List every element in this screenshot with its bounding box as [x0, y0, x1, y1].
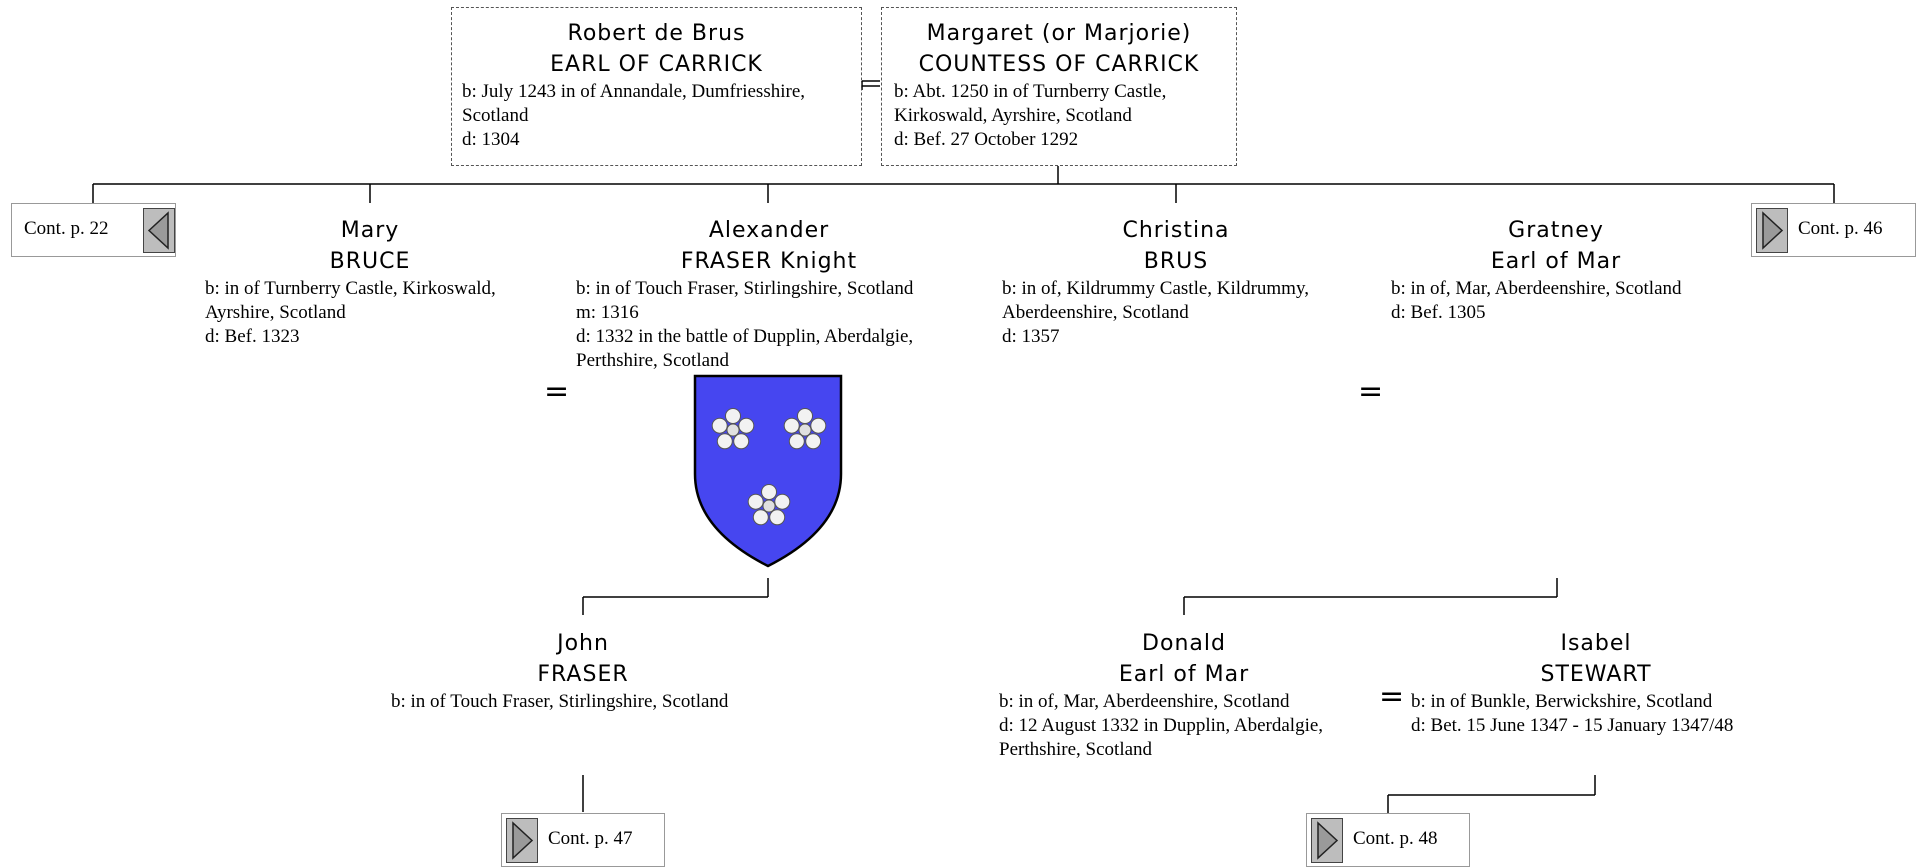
- detail-line: d: 12 August 1332 in Dupplin, Aberdalgie…: [999, 715, 1324, 736]
- detail-line: Scotland: [462, 105, 529, 126]
- coat-of-arms-icon: [693, 374, 843, 568]
- person-surname: Earl of Mar: [1118, 662, 1250, 687]
- detail-line: d: Bef. 1323: [205, 326, 300, 347]
- person-given-name: Christina: [1122, 218, 1230, 243]
- marriage-symbol: =: [1358, 374, 1384, 409]
- continue-label: Cont. p. 46: [1798, 218, 1883, 239]
- continue-prev-page-button[interactable]: Cont. p. 22: [11, 203, 176, 257]
- continue-label: Cont. p. 48: [1353, 828, 1438, 849]
- marriage-symbol: =: [1379, 679, 1405, 714]
- detail-line: Perthshire, Scotland: [999, 739, 1153, 760]
- continue-john-page-button[interactable]: Cont. p. 47: [501, 813, 665, 867]
- person-donald[interactable]: Donald Earl of Mar b: in of, Mar, Aberde…: [999, 628, 1379, 762]
- person-details: b: in of, Mar, Aberdeenshire, Scotland d…: [1391, 277, 1721, 325]
- person-christina[interactable]: Christina BRUS b: in of, Kildrummy Castl…: [1002, 215, 1352, 349]
- person-given-name: Isabel: [1560, 631, 1632, 656]
- detail-line: m: 1316: [576, 302, 639, 323]
- person-given-name: Donald: [1142, 631, 1226, 656]
- detail-line: d: 1332 in the battle of Dupplin, Aberda…: [576, 326, 914, 347]
- person-surname: STEWART: [1540, 662, 1652, 687]
- continue-next-page-button[interactable]: Cont. p. 46: [1751, 203, 1916, 257]
- person-surname: Earl of Mar: [1490, 249, 1622, 274]
- person-surname: BRUCE: [329, 249, 411, 274]
- person-surname: BRUS: [1143, 249, 1209, 274]
- detail-line: b: July 1243 in of Annandale, Dumfriessh…: [462, 81, 806, 102]
- continue-donald-page-button[interactable]: Cont. p. 48: [1306, 813, 1470, 867]
- detail-line: Aberdeenshire, Scotland: [1002, 302, 1189, 323]
- person-given-name: Robert de Brus: [567, 21, 746, 46]
- person-given-name: Margaret (or Marjorie): [926, 21, 1192, 46]
- person-details: b: in of Turnberry Castle, Kirkoswald, A…: [205, 277, 535, 349]
- father-box[interactable]: Robert de Brus EARL OF CARRICK b: July 1…: [451, 7, 862, 166]
- continue-label: Cont. p. 22: [24, 218, 109, 239]
- marriage-symbol: =: [544, 374, 570, 409]
- detail-line: b: in of Touch Fraser, Stirlingshire, Sc…: [391, 691, 729, 712]
- detail-line: d: 1357: [1002, 326, 1060, 347]
- detail-line: d: Bet. 15 June 1347 - 15 January 1347/4…: [1411, 715, 1734, 736]
- person-mary[interactable]: Mary BRUCE b: in of Turnberry Castle, Ki…: [205, 215, 535, 349]
- arrow-left-icon: [143, 208, 175, 253]
- person-details: b: in of Bunkle, Berwickshire, Scotland …: [1411, 690, 1831, 738]
- detail-line: b: in of, Mar, Aberdeenshire, Scotland: [1391, 278, 1682, 299]
- person-details: b: in of, Kildrummy Castle, Kildrummy, A…: [1002, 277, 1352, 349]
- person-alexander[interactable]: Alexander FRASER Knight b: in of Touch F…: [576, 215, 966, 373]
- person-isabel[interactable]: Isabel STEWART b: in of Bunkle, Berwicks…: [1411, 628, 1831, 738]
- arrow-right-icon: [1756, 208, 1788, 253]
- person-details: b: in of Touch Fraser, Stirlingshire, Sc…: [391, 690, 791, 714]
- detail-line: Ayrshire, Scotland: [205, 302, 346, 323]
- detail-line: d: Bef. 1305: [1391, 302, 1486, 323]
- person-given-name: Alexander: [708, 218, 830, 243]
- person-given-name: Mary: [340, 218, 400, 243]
- detail-line: b: in of Touch Fraser, Stirlingshire, Sc…: [576, 278, 914, 299]
- continue-label: Cont. p. 47: [548, 828, 633, 849]
- arrow-right-icon: [506, 818, 538, 863]
- person-surname: FRASER Knight: [680, 249, 858, 274]
- detail-line: b: Abt. 1250 in of Turnberry Castle,: [894, 81, 1167, 102]
- person-john[interactable]: John FRASER b: in of Touch Fraser, Stirl…: [391, 628, 791, 714]
- person-given-name: Gratney: [1508, 218, 1604, 243]
- detail-line: b: in of, Mar, Aberdeenshire, Scotland: [999, 691, 1290, 712]
- person-surname: FRASER: [537, 662, 629, 687]
- detail-line: d: 1304: [462, 129, 520, 150]
- detail-line: Kirkoswald, Ayrshire, Scotland: [894, 105, 1132, 126]
- person-given-name: John: [557, 631, 609, 656]
- person-details: b: July 1243 in of Annandale, Dumfriessh…: [452, 80, 861, 152]
- detail-line: b: in of, Kildrummy Castle, Kildrummy,: [1002, 278, 1309, 299]
- person-gratney[interactable]: Gratney Earl of Mar b: in of, Mar, Aberd…: [1391, 215, 1721, 325]
- person-surname: EARL OF CARRICK: [550, 52, 763, 77]
- person-details: b: in of Touch Fraser, Stirlingshire, Sc…: [576, 277, 966, 373]
- person-surname: COUNTESS OF CARRICK: [918, 52, 1200, 77]
- detail-line: b: in of Bunkle, Berwickshire, Scotland: [1411, 691, 1713, 712]
- person-details: b: Abt. 1250 in of Turnberry Castle, Kir…: [882, 80, 1236, 152]
- mother-box[interactable]: Margaret (or Marjorie) COUNTESS OF CARRI…: [881, 7, 1237, 166]
- detail-line: d: Bef. 27 October 1292: [894, 129, 1079, 150]
- arrow-right-icon: [1311, 818, 1343, 863]
- person-details: b: in of, Mar, Aberdeenshire, Scotland d…: [999, 690, 1379, 762]
- detail-line: b: in of Turnberry Castle, Kirkoswald,: [205, 278, 496, 299]
- detail-line: Perthshire, Scotland: [576, 350, 730, 371]
